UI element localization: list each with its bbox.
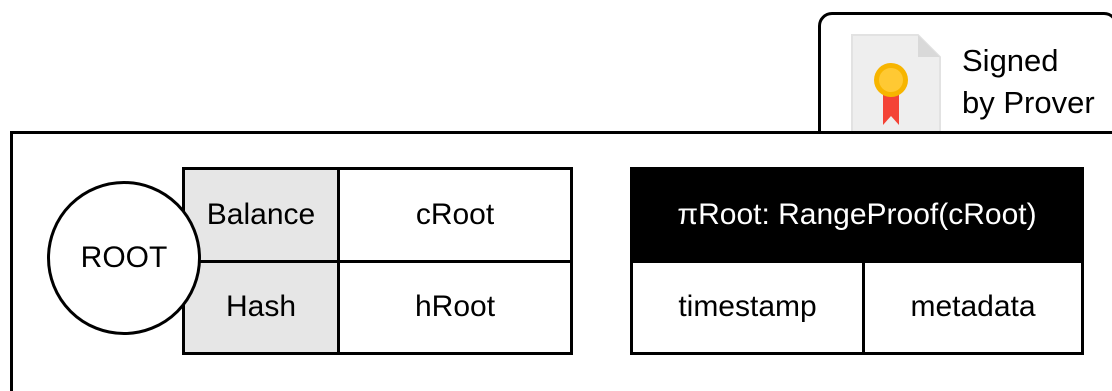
commitment-table: Balance cRoot Hash hRoot bbox=[182, 167, 573, 355]
signed-line-2: by Prover bbox=[962, 85, 1095, 120]
hash-key: Hash bbox=[185, 262, 337, 352]
signed-label: Signed by Prover bbox=[962, 40, 1095, 124]
hash-value: hRoot bbox=[340, 262, 570, 352]
metadata-field: metadata bbox=[865, 262, 1081, 352]
proof-table: πRoot: RangeProof(cRoot) timestamp metad… bbox=[630, 167, 1084, 355]
certificate-icon bbox=[851, 34, 941, 142]
balance-value: cRoot bbox=[340, 170, 570, 260]
signed-line-1: Signed bbox=[962, 43, 1059, 78]
root-node: ROOT bbox=[47, 181, 201, 335]
range-proof-header: πRoot: RangeProof(cRoot) bbox=[633, 170, 1081, 260]
balance-key: Balance bbox=[185, 170, 337, 260]
timestamp-field: timestamp bbox=[633, 262, 862, 352]
